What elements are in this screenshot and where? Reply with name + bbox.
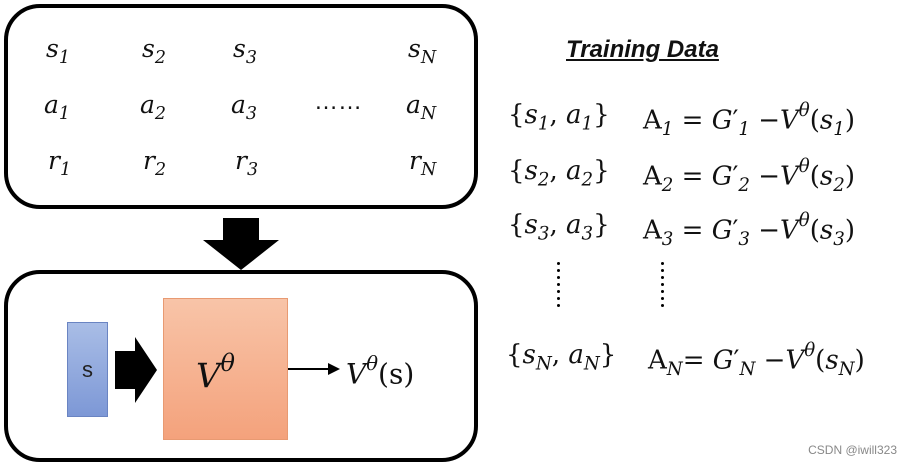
output-arrow-icon [288, 363, 340, 375]
down-arrow-icon [203, 218, 279, 270]
reward-n: rN [409, 146, 437, 181]
state-n: sN [408, 34, 437, 69]
training-data-title: Training Data [566, 36, 719, 63]
reward-3: r3 [235, 146, 259, 181]
training-pair-n: {sN, aN} [506, 340, 617, 375]
action-1: a1 [44, 90, 71, 125]
value-output: Vθ(s) [346, 352, 415, 391]
action-n: aN [406, 90, 437, 125]
trajectory-box [4, 4, 478, 209]
vertical-ellipsis-left [557, 262, 561, 307]
action-3: a3 [231, 90, 258, 125]
reward-2: r2 [143, 146, 167, 181]
training-advantage-n: AN= G′N −Vθ(sN) [648, 340, 865, 381]
state-1: s1 [46, 34, 70, 69]
training-advantage-3: A3 = G′3 −Vθ(s3) [643, 210, 855, 251]
training-advantage-1: A1 = G′1 −Vθ(s1) [643, 100, 855, 141]
value-network-label: Vθ [196, 349, 235, 397]
state-input-box: s [67, 322, 108, 417]
action-2: a2 [140, 90, 167, 125]
value-network-box [163, 298, 288, 440]
training-pair-1: {s1, a1} [508, 100, 610, 135]
training-advantage-2: A2 = G′2 −Vθ(s2) [643, 156, 855, 197]
reward-1: r1 [48, 146, 72, 181]
network-box [4, 270, 478, 462]
training-pair-2: {s2, a2} [508, 156, 610, 191]
state-3: s3 [233, 34, 257, 69]
training-pair-3: {s3, a3} [508, 210, 610, 245]
watermark: CSDN @iwill323 [808, 443, 897, 457]
right-arrow-icon [115, 337, 157, 403]
state-2: s2 [142, 34, 166, 69]
trajectory-ellipsis: …… [314, 88, 362, 115]
vertical-ellipsis-right [661, 262, 665, 307]
